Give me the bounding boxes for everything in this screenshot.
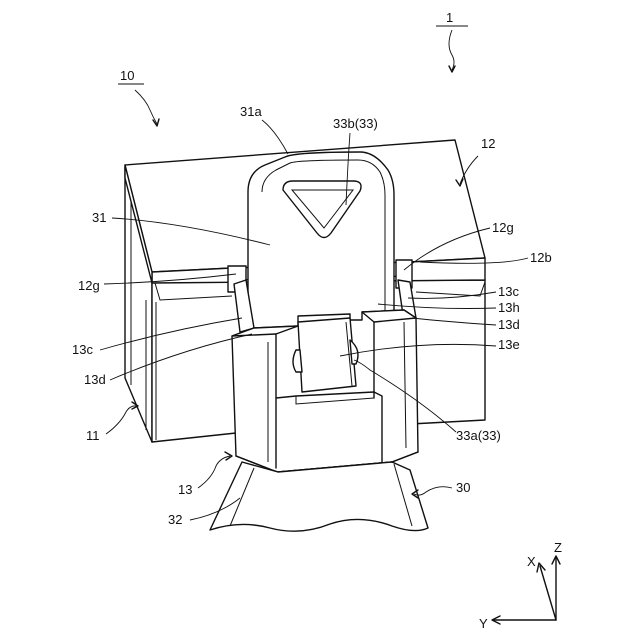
label-belt: 30 (456, 480, 470, 495)
label-unit: 10 (120, 68, 134, 83)
label-pull-tab: 31a (240, 104, 262, 119)
belt (210, 462, 428, 531)
axis-z-label: Z (554, 540, 562, 555)
label-engage-hole: 33a(33) (456, 428, 501, 443)
leader-belt (414, 487, 452, 495)
label-holder-wall-right: 13d (498, 317, 520, 332)
label-assembly: 1 (446, 10, 453, 25)
label-lid-edge: 12b (530, 250, 552, 265)
label-lid-slot-left: 12g (78, 278, 100, 293)
axis-y-label: Y (479, 616, 488, 631)
leader-unit (135, 90, 157, 124)
label-belt-part: 32 (168, 512, 182, 527)
label-holder-wall-left: 13d (84, 372, 106, 387)
label-holder-rib-left: 13c (72, 342, 93, 357)
engage-hook-left (293, 350, 302, 372)
label-holder: 13 (178, 482, 192, 497)
leader-holder (198, 456, 230, 488)
strap (248, 152, 394, 330)
label-case: 11 (86, 428, 100, 443)
axis-x-label: X (527, 554, 536, 569)
label-strap: 31 (92, 210, 106, 225)
leader-case (106, 406, 137, 434)
leader-pull-tab (262, 120, 288, 154)
leader-assembly (449, 30, 454, 70)
label-holder-hole: 13h (498, 300, 520, 315)
label-lid: 12 (481, 136, 495, 151)
axis-x-line (540, 566, 556, 620)
label-holder-rib-right: 13c (498, 284, 519, 299)
label-holder-window: 13e (498, 337, 520, 352)
coordinate-axes: Z X Y (479, 540, 562, 631)
label-tab-hole: 33b(33) (333, 116, 378, 131)
strap-body (248, 152, 394, 330)
label-lid-slot-right: 12g (492, 220, 514, 235)
